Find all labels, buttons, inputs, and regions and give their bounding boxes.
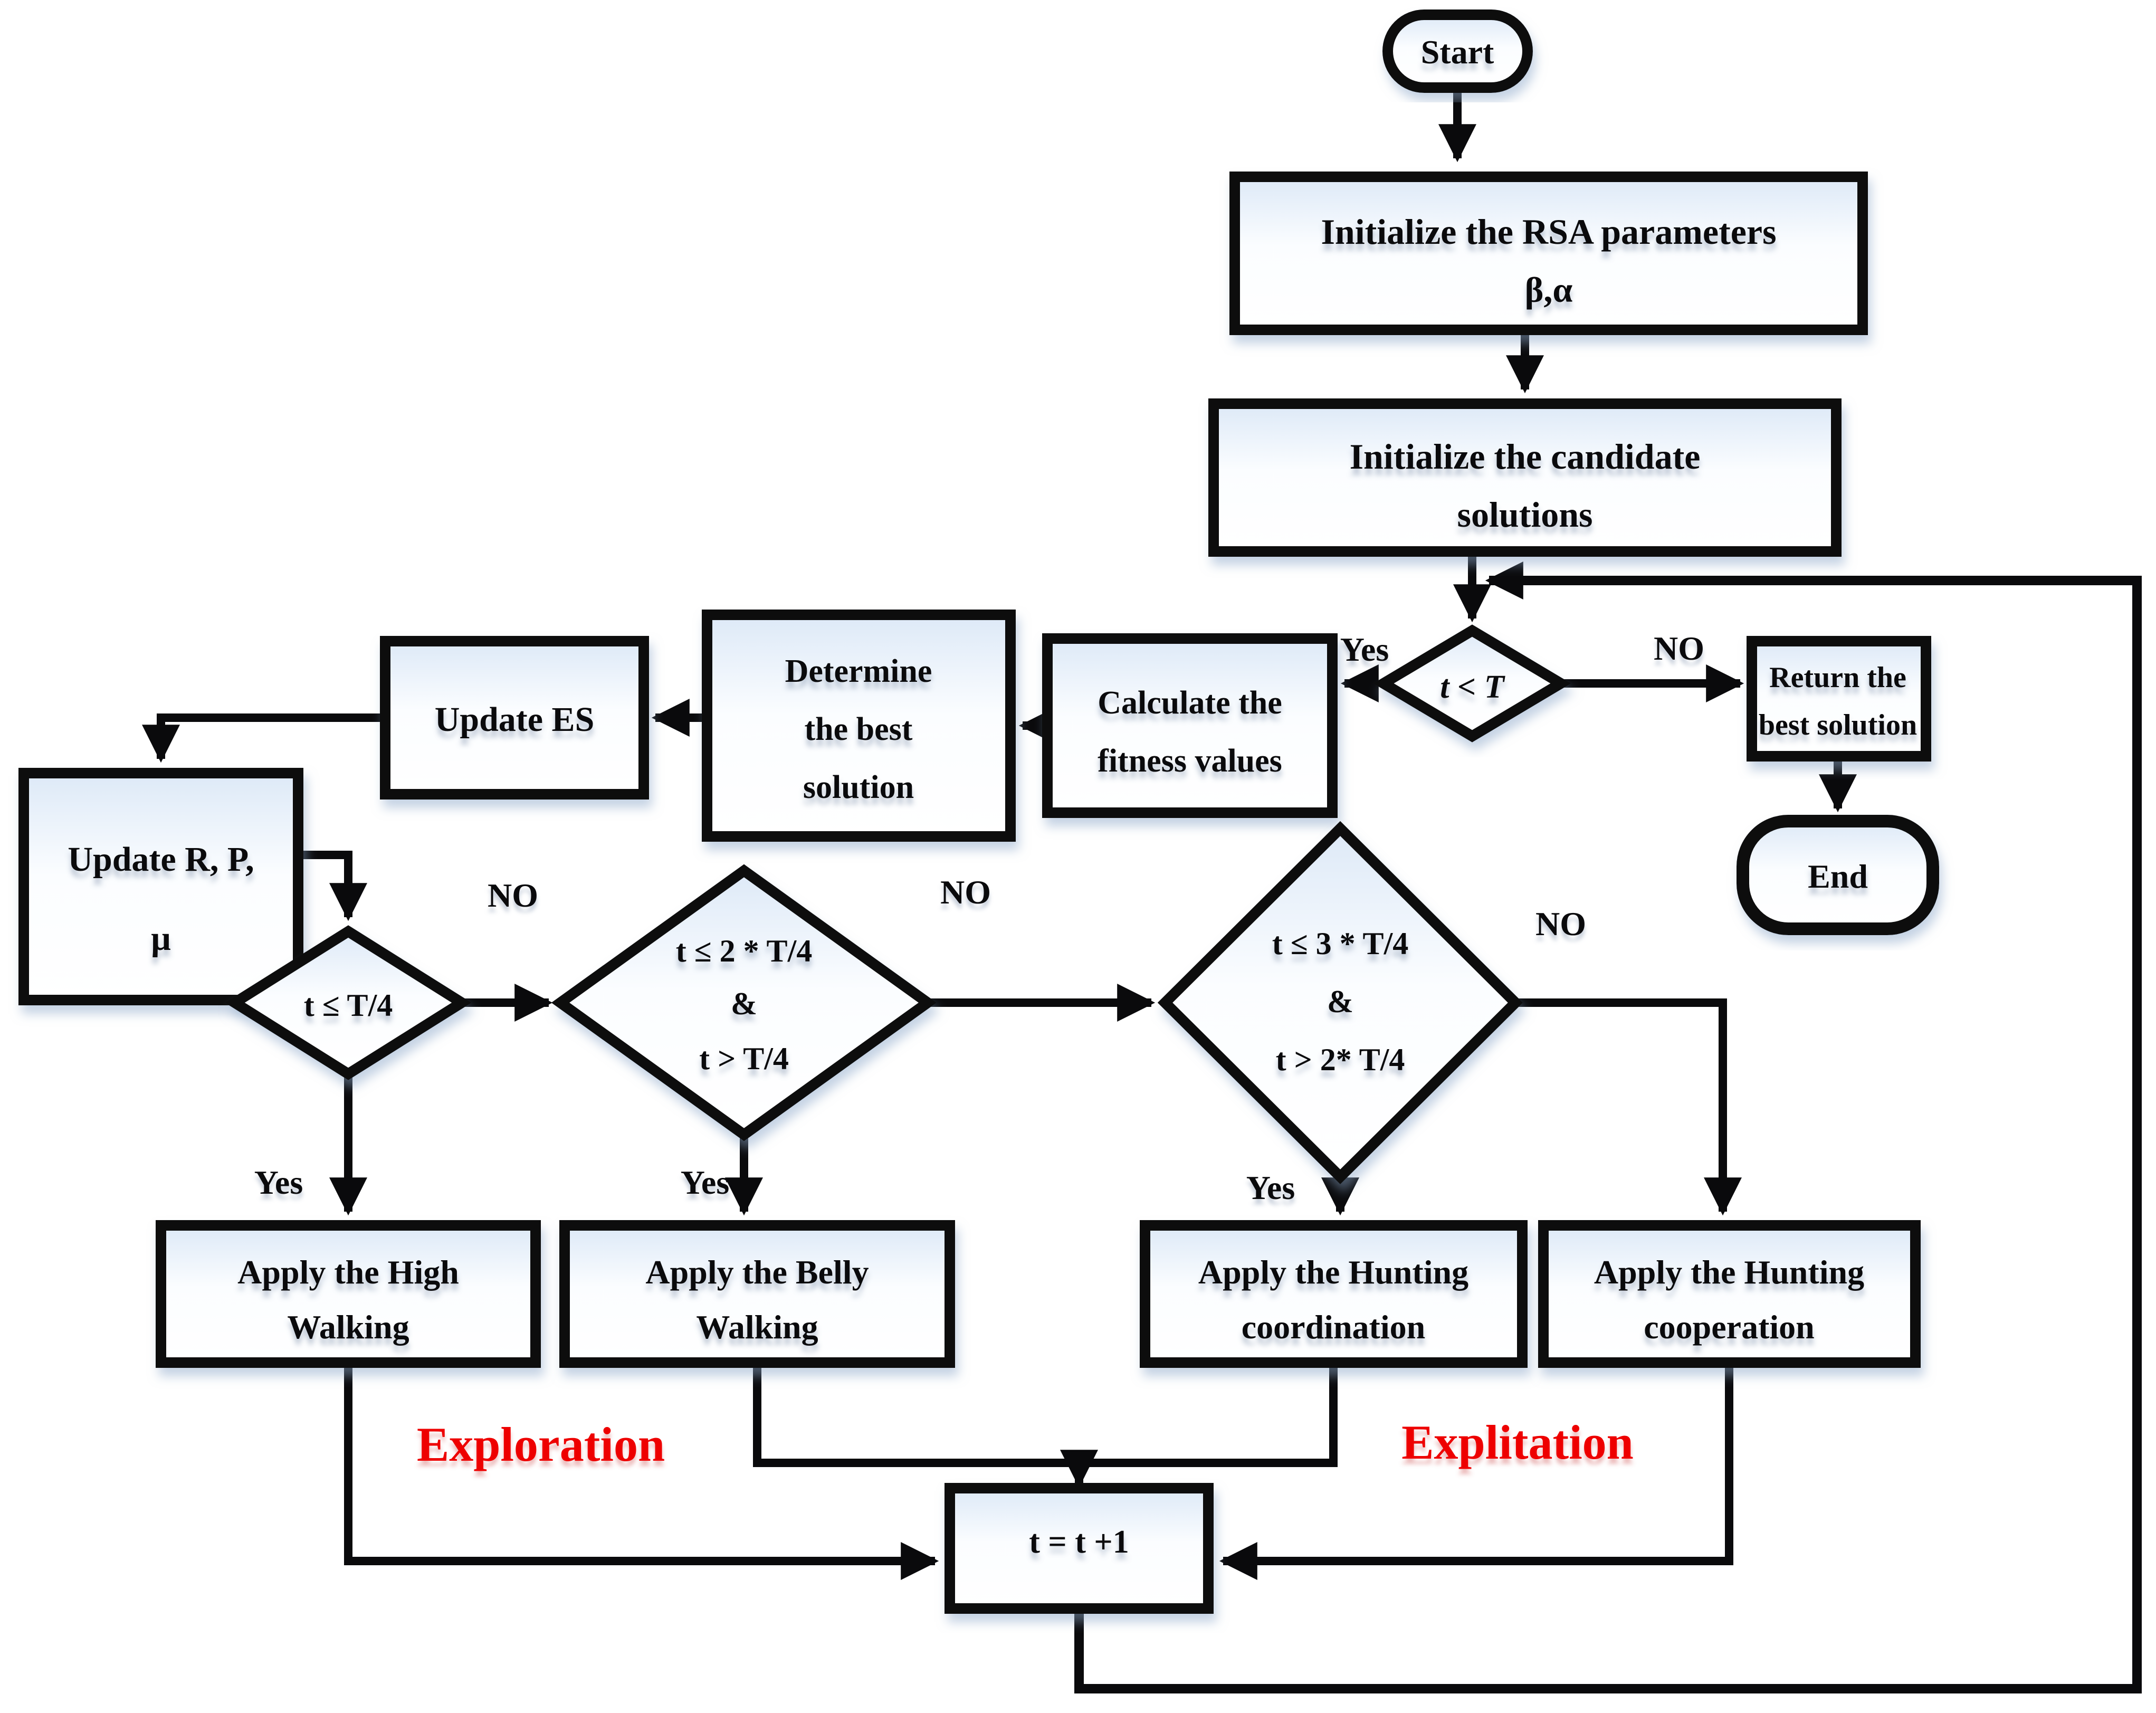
initialize-rsa-box (1229, 172, 1868, 335)
edge-updatees-to-updaterp (142, 713, 383, 763)
update-rp-mu-box (18, 768, 303, 1005)
start-label: Start (1421, 33, 1494, 71)
node-diamond-quarter2: t ≤ 2 * T/4 & t > T/4 (551, 864, 937, 1141)
start-oval (1382, 9, 1533, 93)
node-diamond-quarter3: t ≤ 3 * T/4 & t > 2* T/4 (1157, 821, 1523, 1185)
calculate-fitness-box (1042, 633, 1338, 818)
svg-text:t > 2* T/4: t > 2* T/4 (1276, 1042, 1405, 1077)
label-explitation: Explitation (1401, 1415, 1634, 1469)
node-initialize-candidates: Initialize the candidate solutions (1208, 398, 1842, 557)
edge-labels: Yes NO NO NO NO Yes Yes Yes (254, 630, 1704, 1206)
return-best-box (1747, 636, 1931, 762)
update-es-box (380, 636, 649, 800)
node-diamond-quarter1: t ≤ T/4 (225, 925, 472, 1080)
edge-d3-no-to-huntcoop (1516, 998, 1742, 1216)
node-update-rp-mu: Update R, P, μ (18, 768, 303, 1005)
belly-walking-box (559, 1220, 955, 1368)
svg-text:Initialize the candidate: Initialize the candidate (1350, 436, 1701, 477)
node-hunting-cooperation: Apply the Hunting cooperation (1538, 1220, 1921, 1368)
quarter2-diamond (551, 864, 937, 1141)
svg-text:Apply the Belly: Apply the Belly (645, 1253, 869, 1291)
svg-text:Update R, P,: Update R, P, (68, 840, 254, 879)
svg-text:Apply the Hunting: Apply the Hunting (1198, 1253, 1468, 1291)
node-hunting-coordination: Apply the Hunting coordination (1140, 1220, 1528, 1368)
label-exploration: Exploration (417, 1417, 665, 1471)
end-oval (1737, 815, 1939, 935)
nodes: Start Initialize the RSA parameters β,α … (18, 9, 1939, 1614)
svg-text:t = t +1: t = t +1 (1029, 1524, 1129, 1560)
svg-text:coordination: coordination (1242, 1308, 1425, 1346)
svg-text:Update ES: Update ES (435, 700, 595, 739)
initialize-candidates-box (1208, 398, 1842, 557)
quarter1-diamond (225, 925, 472, 1080)
label-no-quarter1: NO (488, 877, 538, 914)
node-update-es: Update ES (380, 636, 649, 800)
edges (142, 91, 2142, 1693)
svg-text:μ: μ (151, 919, 170, 958)
label-no-quarter3: NO (1535, 905, 1586, 943)
svg-text:best solution: best solution (1759, 709, 1917, 741)
node-t-less-than-T: t < T (1373, 624, 1571, 743)
svg-text:t ≤ 2 * T/4: t ≤ 2 * T/4 (676, 934, 813, 968)
svg-text:Determine: Determine (785, 653, 932, 689)
high-walking-box (156, 1220, 541, 1368)
svg-text:solution: solution (803, 769, 914, 805)
svg-text:Apply the High: Apply the High (237, 1253, 459, 1291)
svg-text:Initialize the RSA parameters: Initialize the RSA parameters (1321, 212, 1776, 252)
hunting-cooperation-box (1538, 1220, 1921, 1368)
svg-text:the best: the best (805, 711, 913, 747)
svg-text:Calculate the: Calculate the (1098, 685, 1282, 721)
node-initialize-rsa: Initialize the RSA parameters β,α (1229, 172, 1868, 335)
svg-text:cooperation: cooperation (1644, 1308, 1815, 1346)
svg-text:t > T/4: t > T/4 (699, 1041, 789, 1076)
svg-text:t ≤ 3 * T/4: t ≤ 3 * T/4 (1272, 926, 1409, 961)
node-belly-walking: Apply the Belly Walking (559, 1220, 955, 1368)
region-labels: Exploration Explitation (417, 1415, 1634, 1471)
svg-text:&: & (731, 986, 757, 1021)
hunting-coordination-box (1140, 1220, 1528, 1368)
svg-text:β,α: β,α (1525, 270, 1573, 310)
node-high-walking: Apply the High Walking (156, 1220, 541, 1368)
node-calculate-fitness: Calculate the fitness values (1042, 633, 1338, 818)
node-end: End (1737, 815, 1939, 935)
svg-text:Walking: Walking (696, 1308, 818, 1346)
node-t-increment: t = t +1 (945, 1483, 1214, 1614)
svg-text:solutions: solutions (1457, 494, 1593, 535)
svg-text:t < T: t < T (1440, 669, 1505, 705)
svg-text:Apply the Hunting: Apply the Hunting (1594, 1253, 1864, 1291)
t-less-than-T-diamond (1373, 624, 1571, 743)
svg-text:fitness values: fitness values (1098, 743, 1282, 779)
label-yes-main-loop: Yes (1340, 631, 1389, 668)
svg-text:Return the: Return the (1769, 661, 1906, 694)
svg-text:t ≤ T/4: t ≤ T/4 (304, 988, 393, 1023)
svg-text:&: & (1327, 984, 1353, 1019)
edge-huntcoop-to-tinc (1219, 1364, 1733, 1580)
label-yes-quarter2: Yes (681, 1164, 729, 1201)
determine-best-box (702, 610, 1016, 842)
node-start: Start (1382, 9, 1533, 93)
label-no-quarter2: NO (940, 873, 991, 911)
edge-highwalk-to-tinc (344, 1364, 939, 1580)
edge-huntcoord-to-merge (1083, 1364, 1338, 1467)
edge-loop-tinc-to-tltT (1074, 562, 2142, 1693)
node-determine-best: Determine the best solution (702, 610, 1016, 842)
quarter3-diamond (1157, 821, 1523, 1185)
edge-updaterp-to-d1 (300, 851, 367, 921)
label-yes-quarter1: Yes (254, 1164, 303, 1201)
label-no-main-loop: NO (1654, 630, 1704, 667)
svg-text:Walking: Walking (287, 1308, 409, 1346)
node-return-best: Return the best solution (1747, 636, 1931, 762)
svg-text:End: End (1808, 858, 1868, 895)
label-yes-quarter3: Yes (1246, 1169, 1295, 1206)
edge-bellywalk-to-merge (753, 1364, 1075, 1467)
t-increment-box (945, 1483, 1214, 1614)
